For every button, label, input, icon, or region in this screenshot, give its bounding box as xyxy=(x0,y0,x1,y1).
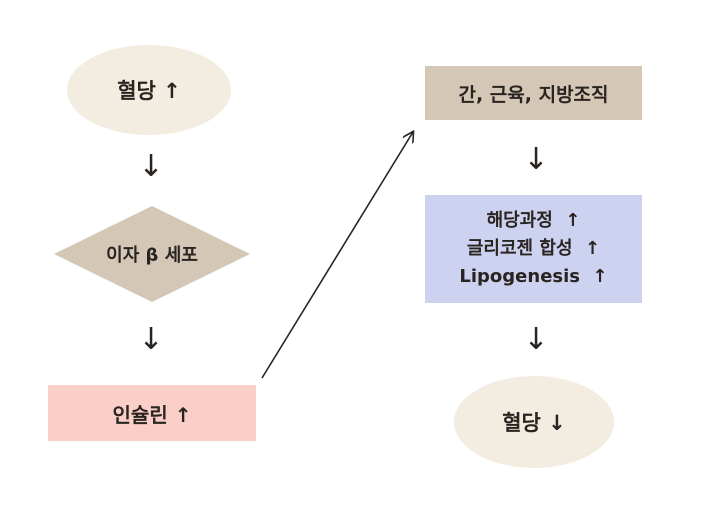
insulin-rise-label: 인슐린 ↑ xyxy=(112,402,192,427)
down-arrow-2: ↓ xyxy=(138,322,164,357)
blood-sugar-fall-node: 혈당 ↓ xyxy=(454,376,614,468)
insulin-rise-node: 인슐린 ↑ xyxy=(48,385,256,441)
blood-sugar-rise-node: 혈당 ↑ xyxy=(67,45,231,135)
diamond-shape xyxy=(54,206,250,302)
effect-lipogenesis: Lipogenesis ↑ xyxy=(459,265,608,287)
beta-cell-diamond: 이자 β 세포 xyxy=(54,206,250,302)
blood-sugar-fall-label: 혈당 ↓ xyxy=(502,411,566,435)
target-tissues-label: 간, 근육, 지방조직 xyxy=(458,83,609,106)
down-arrow-3: ↓ xyxy=(523,142,549,177)
down-arrow-1: ↓ xyxy=(138,149,164,184)
down-arrow-4: ↓ xyxy=(523,322,549,357)
blood-sugar-rise-label: 혈당 ↑ xyxy=(117,79,181,103)
target-tissues-node: 간, 근육, 지방조직 xyxy=(425,66,642,120)
beta-cell-label: 이자 β 세포 xyxy=(106,245,198,266)
effect-glycogen-synthesis: 글리코젠 합성 ↑ xyxy=(466,238,601,260)
metabolic-effects-node: 해당과정 ↑ 글리코젠 합성 ↑ Lipogenesis ↑ xyxy=(425,195,642,303)
effect-glycolysis: 해당과정 ↑ xyxy=(486,210,581,232)
